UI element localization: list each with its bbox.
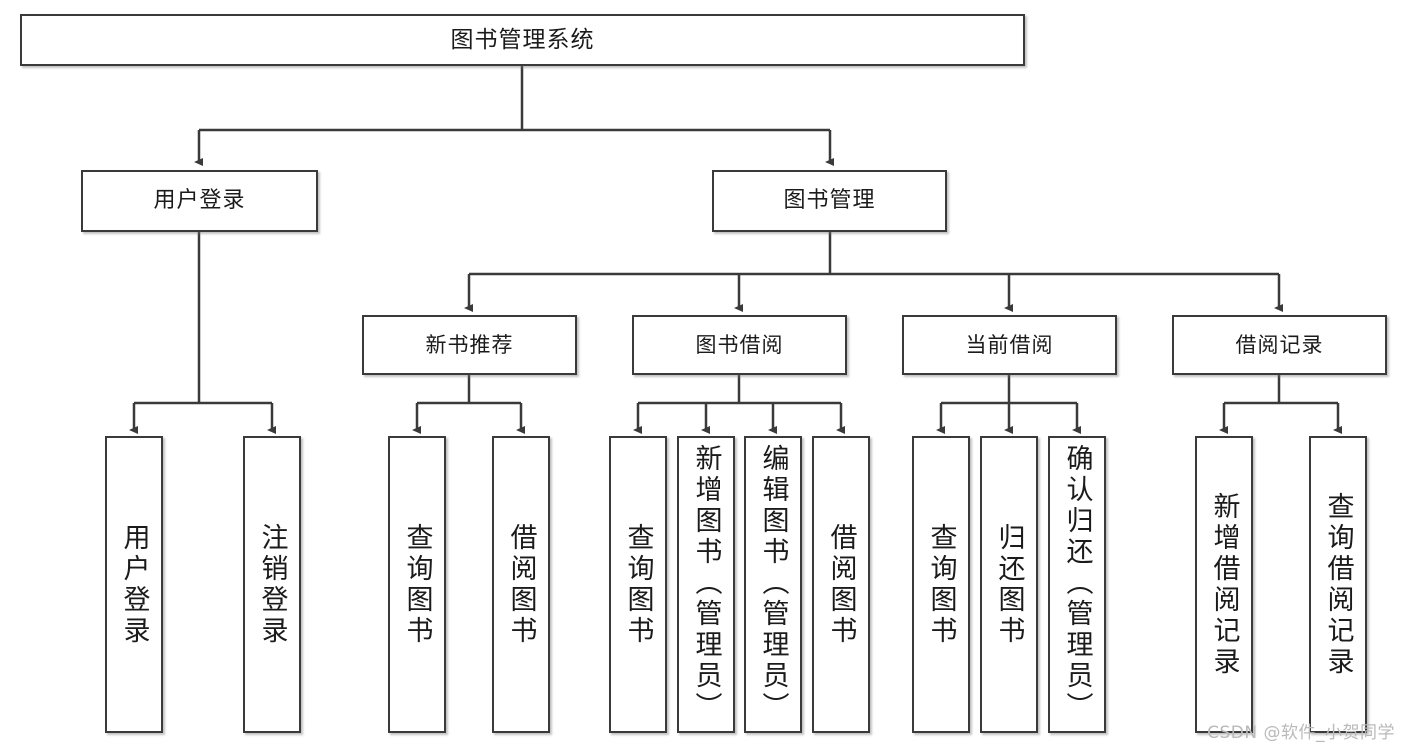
node-new-book-recommend[interactable]: 新书推荐 [362, 315, 577, 375]
leaf-add-record-label: 新增借阅记录 [1208, 491, 1240, 678]
leaf-query-record-label: 查询借阅记录 [1322, 491, 1354, 678]
leaf-confirm-return-label: 确认归还（管理员） [1061, 444, 1093, 723]
leaf-borrow-book-1-label: 借阅图书 [505, 522, 537, 647]
node-book-manage[interactable]: 图书管理 [712, 170, 947, 232]
node-book-borrow-label: 图书借阅 [695, 332, 784, 357]
node-new-book-recommend-label: 新书推荐 [425, 332, 514, 357]
node-user-login-label: 用户登录 [153, 188, 246, 214]
leaf-user-login-label: 用户登录 [118, 522, 150, 647]
node-book-borrow[interactable]: 图书借阅 [632, 315, 847, 375]
leaf-add-book-label: 新增图书（管理员） [690, 444, 722, 723]
leaf-query-book-2[interactable]: 查询图书 [609, 436, 667, 733]
leaf-add-book[interactable]: 新增图书（管理员） [677, 436, 735, 733]
leaf-edit-book-label: 编辑图书（管理员） [757, 444, 789, 723]
leaf-user-logout-label: 注销登录 [256, 522, 288, 647]
node-user-login[interactable]: 用户登录 [81, 170, 318, 232]
leaf-query-book-1-label: 查询图书 [401, 522, 433, 647]
leaf-query-book-3[interactable]: 查询图书 [912, 436, 970, 733]
leaf-return-book-label: 归还图书 [993, 522, 1025, 647]
node-current-borrow[interactable]: 当前借阅 [902, 315, 1117, 375]
leaf-user-logout[interactable]: 注销登录 [243, 436, 301, 733]
csdn-watermark: CSDN @软件_小贺同学 [1207, 723, 1395, 743]
node-borrow-record[interactable]: 借阅记录 [1172, 315, 1387, 375]
leaf-borrow-book-2-label: 借阅图书 [825, 522, 857, 647]
leaf-borrow-book-1[interactable]: 借阅图书 [492, 436, 550, 733]
leaf-borrow-book-2[interactable]: 借阅图书 [812, 436, 870, 733]
node-borrow-record-label: 借阅记录 [1235, 332, 1324, 357]
leaf-add-record[interactable]: 新增借阅记录 [1195, 436, 1253, 733]
leaf-return-book[interactable]: 归还图书 [980, 436, 1038, 733]
leaf-user-login[interactable]: 用户登录 [105, 436, 163, 733]
node-book-manage-label: 图书管理 [783, 188, 876, 214]
node-current-borrow-label: 当前借阅 [965, 332, 1054, 357]
leaf-query-book-3-label: 查询图书 [925, 522, 957, 647]
leaf-query-book-2-label: 查询图书 [622, 522, 654, 647]
leaf-query-record[interactable]: 查询借阅记录 [1309, 436, 1367, 733]
leaf-confirm-return[interactable]: 确认归还（管理员） [1048, 436, 1106, 733]
leaf-query-book-1[interactable]: 查询图书 [388, 436, 446, 733]
node-root-label: 图书管理系统 [450, 26, 595, 53]
leaf-edit-book[interactable]: 编辑图书（管理员） [744, 436, 802, 733]
node-root[interactable]: 图书管理系统 [20, 14, 1025, 66]
